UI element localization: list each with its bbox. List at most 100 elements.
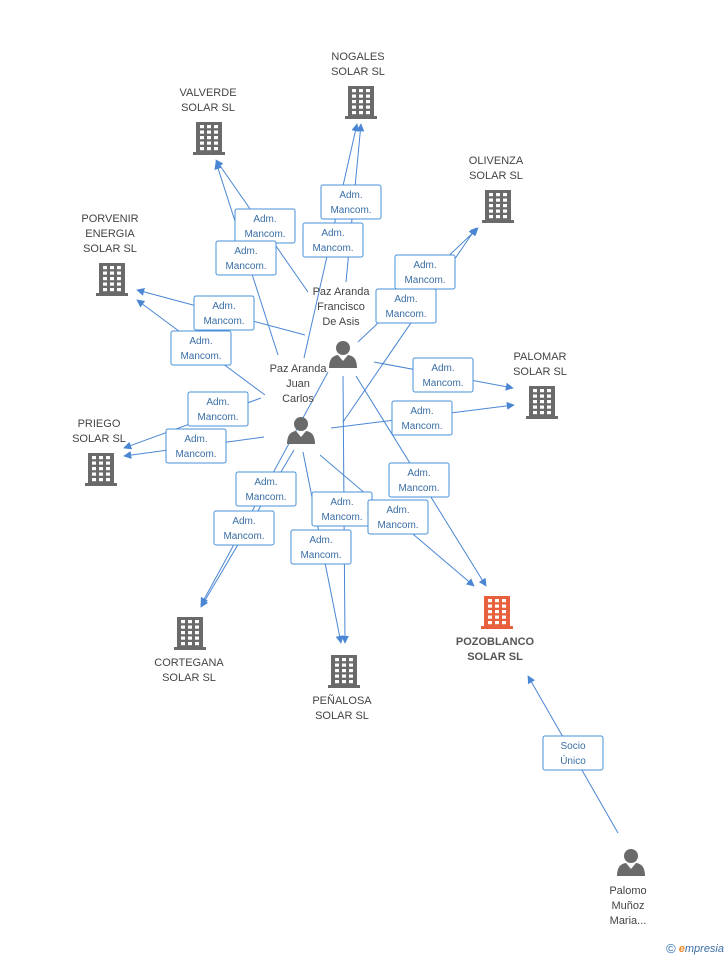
node-label: Muñoz bbox=[611, 900, 644, 912]
edge-label-box bbox=[375, 288, 437, 324]
building-icon bbox=[345, 86, 377, 119]
edge-label-text: Mancom. bbox=[404, 275, 445, 286]
edge-label-francisco-pozoblanco[interactable]: Adm.Mancom. bbox=[388, 462, 450, 498]
node-label: CORTEGANA bbox=[154, 657, 224, 669]
edge-label-text: Adm. bbox=[394, 294, 417, 305]
person-icon bbox=[617, 849, 645, 876]
edge-label-francisco-priego[interactable]: Adm. Mancom. bbox=[187, 391, 249, 427]
node-label: Paz Aranda bbox=[313, 286, 371, 298]
building-icon bbox=[85, 453, 117, 486]
edge-label-francisco-penalosa[interactable]: Adm.Mancom. bbox=[311, 491, 373, 527]
person-node-palomo[interactable]: PalomoMuñozMaria... bbox=[609, 849, 647, 927]
edge-label-juancarlos-palomar[interactable]: Adm. Mancom. bbox=[391, 400, 453, 436]
edge-label-text: Mancom. bbox=[422, 378, 463, 389]
edges-layer bbox=[123, 123, 619, 834]
edge-label-box bbox=[391, 400, 453, 436]
edge-label-text: Adm. bbox=[232, 516, 255, 527]
edge-label-text: Mancom. bbox=[245, 492, 286, 503]
edge-label-text: Adm. bbox=[189, 336, 212, 347]
node-label: SOLAR SL bbox=[181, 102, 235, 114]
edge-label-box bbox=[367, 499, 429, 535]
node-label: NOGALES bbox=[331, 51, 384, 63]
node-label: SOLAR SL bbox=[467, 651, 523, 663]
brand-name-rest: mpresia bbox=[684, 942, 724, 955]
node-label: SOLAR SL bbox=[162, 672, 216, 684]
person-icon bbox=[287, 417, 315, 444]
node-label: SOLAR SL bbox=[315, 710, 369, 722]
edge-label-text: Adm. bbox=[413, 260, 436, 271]
building-icon bbox=[526, 386, 558, 419]
node-label: SOLAR SL bbox=[469, 170, 523, 182]
edge-label-juancarlos-penalosa[interactable]: Adm. Mancom. bbox=[290, 529, 352, 565]
edge-label-box bbox=[193, 295, 255, 331]
node-label: Paz Aranda bbox=[270, 363, 328, 375]
edge-label-box bbox=[388, 462, 450, 498]
edge-label-text: Adm. bbox=[431, 363, 454, 374]
company-node-porvenir[interactable]: PORVENIR ENERGIA SOLAR SL bbox=[81, 213, 139, 296]
edge-label-text: Mancom. bbox=[175, 449, 216, 460]
edge-label-francisco-porvenir[interactable]: Adm.Mancom. bbox=[193, 295, 255, 331]
building-icon bbox=[96, 263, 128, 296]
edge-label-box bbox=[302, 222, 364, 258]
edge-label-juancarlos-cortegana[interactable]: Adm.Mancom. bbox=[213, 510, 275, 546]
edge-label-juancarlos-pozoblanco[interactable]: Adm.Mancom. bbox=[367, 499, 429, 535]
edge-label-text: Adm. bbox=[330, 497, 353, 508]
edge-label-box bbox=[542, 735, 604, 771]
node-label: Juan bbox=[286, 378, 310, 390]
edge-label-juancarlos-nogales[interactable]: Adm.Mancom. bbox=[302, 222, 364, 258]
edge-label-juancarlos-priego[interactable]: Adm. Mancom. bbox=[165, 428, 227, 464]
edge-label-text: Mancom. bbox=[398, 483, 439, 494]
edge-label-text: Mancom. bbox=[244, 229, 285, 240]
edge-label-box bbox=[320, 184, 382, 220]
edge-label-text: Mancom. bbox=[401, 421, 442, 432]
edge-label-text: Adm. bbox=[321, 228, 344, 239]
edge-label-text: Adm. bbox=[253, 214, 276, 225]
edge-label-text: Mancom. bbox=[300, 550, 341, 561]
edge-label-text: Adm. bbox=[410, 406, 433, 417]
edge-label-juancarlos-porvenir[interactable]: Adm. Mancom. bbox=[170, 330, 232, 366]
edge-label-text: Adm. bbox=[206, 397, 229, 408]
edge-label-francisco-valverde[interactable]: Adm. Mancom. bbox=[234, 208, 296, 244]
edge-label-francisco-nogales[interactable]: Adm.Mancom. bbox=[320, 184, 382, 220]
edge-label-francisco-olivenza[interactable]: Adm. Mancom. bbox=[394, 254, 456, 290]
edge-label-box bbox=[187, 391, 249, 427]
edge-label-box bbox=[215, 240, 277, 276]
edge-label-text: Adm. bbox=[309, 535, 332, 546]
edge-label-juancarlos-olivenza[interactable]: Adm. Mancom. bbox=[375, 288, 437, 324]
edge-label-juancarlos-valverde[interactable]: Adm.Mancom. bbox=[215, 240, 277, 276]
brand-logo[interactable]: empresia bbox=[679, 943, 724, 955]
building-icon bbox=[193, 122, 225, 155]
node-label: SOLAR SL bbox=[513, 366, 567, 378]
edge-label-text: Mancom. bbox=[197, 412, 238, 423]
node-label: Francisco bbox=[317, 301, 365, 313]
edge-label-text: Mancom. bbox=[385, 309, 426, 320]
edge-label-francisco-palomar[interactable]: Adm. Mancom. bbox=[412, 357, 474, 393]
edge-label-text: Mancom. bbox=[377, 520, 418, 531]
node-label: PORVENIR bbox=[81, 213, 138, 225]
node-label: VALVERDE bbox=[179, 87, 236, 99]
edge-label-box bbox=[165, 428, 227, 464]
node-label: PRIEGO bbox=[78, 418, 121, 430]
company-node-valverde[interactable]: VALVERDE SOLAR SL bbox=[179, 87, 237, 155]
edge-label-text: Mancom. bbox=[180, 351, 221, 362]
node-label: ENERGIA bbox=[85, 228, 135, 240]
edge-label-francisco-cortegana[interactable]: Adm.Mancom. bbox=[235, 471, 297, 507]
edge-label-box bbox=[235, 471, 297, 507]
edge-label-text: Adm. bbox=[184, 434, 207, 445]
brand-footer: © empresia bbox=[666, 941, 724, 956]
edge-label-text: Socio bbox=[560, 741, 585, 752]
company-node-cortegana[interactable]: CORTEGANA SOLAR SL bbox=[154, 617, 224, 684]
node-label: SOLAR SL bbox=[83, 243, 137, 255]
edge-label-box bbox=[170, 330, 232, 366]
edge-label-box bbox=[290, 529, 352, 565]
